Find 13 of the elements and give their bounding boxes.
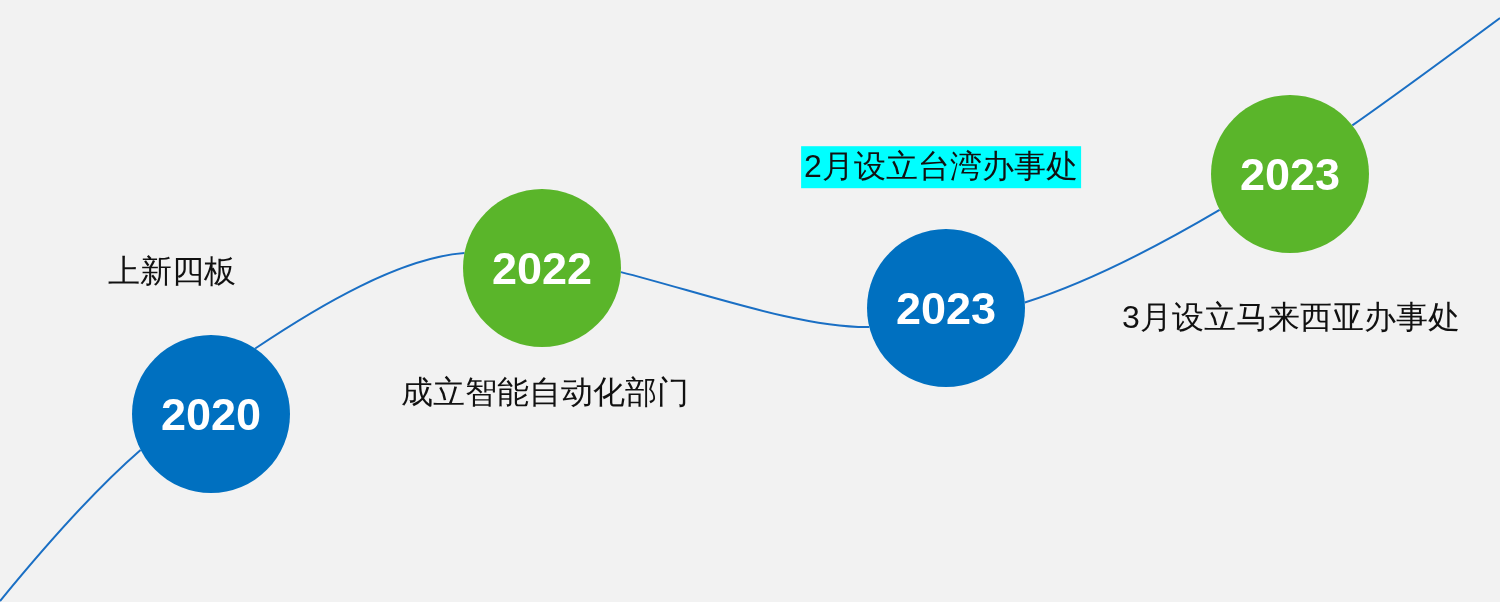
event-label: 成立智能自动化部门 <box>401 373 689 413</box>
highlighted-event-label: 2月设立台湾办事处 <box>801 146 1081 188</box>
year-label: 2023 <box>895 285 997 331</box>
event-label: 上新四板 <box>108 252 236 292</box>
event-label: 3月设立马来西亚办事处 <box>1122 298 1460 338</box>
year-label: 2023 <box>1239 151 1341 197</box>
connector-line <box>1023 208 1221 304</box>
connector-line <box>0 448 142 602</box>
year-label: 2020 <box>160 391 262 437</box>
year-label: 2022 <box>491 245 593 291</box>
connector-line <box>1351 17 1500 127</box>
connector-line <box>619 271 871 329</box>
connector-line <box>254 251 466 350</box>
